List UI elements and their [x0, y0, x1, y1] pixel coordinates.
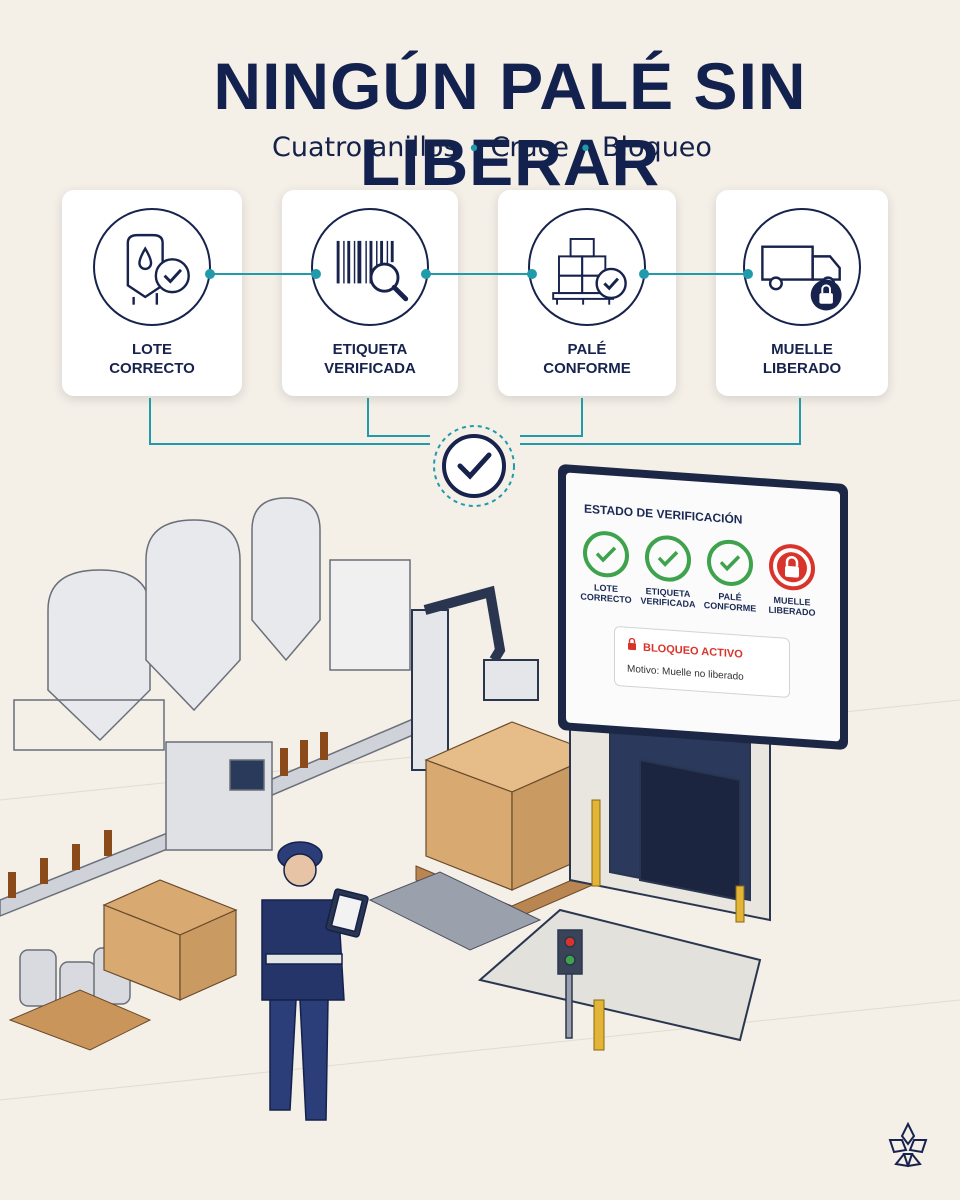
status-label: ETIQUETA VERIFICADA [640, 585, 696, 610]
barcode-magnifier-icon [311, 208, 429, 326]
page-title: NINGÚN PALÉ SIN LIBERAR [213, 49, 807, 199]
tank-check-icon [93, 208, 211, 326]
step-card-pale: PALÉ CONFORME [498, 190, 676, 396]
step-card-etiqueta: ETIQUETA VERIFICADA [282, 190, 458, 396]
step-label: LOTE CORRECTO [109, 341, 195, 377]
pallet-check-icon [528, 208, 646, 326]
pallet-box-stack [424, 721, 600, 891]
worker-with-tablet [261, 841, 369, 1121]
status-lote: LOTE CORRECTO [574, 529, 638, 605]
status-label: PALÉ CONFORME [703, 591, 757, 614]
step-card-muelle: MUELLE LIBERADO [716, 190, 888, 396]
connector-lines [149, 269, 801, 507]
status-label: MUELLE LIBERADO [768, 594, 816, 618]
checkmark-icon [442, 434, 506, 498]
step-label: MUELLE LIBERADO [762, 341, 842, 377]
truck-lock-icon [743, 208, 861, 326]
monitor-screen: ESTADO DE VERIFICACIÓN LOTE CORRECTO ETI… [566, 472, 840, 742]
bottle-conveyor [0, 714, 421, 917]
alert-title: BLOQUEO ACTIVO [627, 637, 743, 661]
check-icon [707, 538, 753, 588]
status-pale: PALÉ CONFORME [698, 538, 762, 614]
check-icon [583, 529, 629, 579]
status-muelle: MUELLE LIBERADO [760, 542, 824, 618]
robot-arm [411, 585, 539, 771]
subtitle: Cuatro anillos • Cruce • Bloqueo [0, 132, 960, 163]
box-stack-left [102, 879, 238, 1001]
separator-dot-icon: • [579, 137, 593, 162]
fermentation-tanks [13, 497, 411, 751]
step-label: PALÉ CONFORME [543, 341, 631, 377]
step-card-lote: LOTE CORRECTO [62, 190, 242, 396]
subtitle-part: Cuatro anillos [272, 132, 458, 163]
padlock-icon [627, 637, 637, 654]
step-label: ETIQUETA VERIFICADA [324, 341, 416, 377]
status-etiqueta: ETIQUETA VERIFICADA [636, 533, 700, 609]
traffic-light [557, 929, 583, 1039]
monitor-title: ESTADO DE VERIFICACIÓN [584, 501, 743, 527]
separator-dot-icon: • [467, 137, 481, 162]
check-icon [645, 533, 691, 584]
alert-reason: Motivo: Muelle no liberado [627, 663, 744, 683]
status-label: LOTE CORRECTO [580, 582, 632, 606]
alert-title-text: BLOQUEO ACTIVO [643, 641, 743, 661]
subtitle-part: Bloqueo [602, 132, 712, 163]
lock-alert: BLOQUEO ACTIVO Motivo: Muelle no liberad… [614, 625, 790, 699]
subtitle-part: Cruce [490, 132, 570, 163]
lock-icon [769, 542, 815, 592]
hop-logo-icon [888, 1121, 928, 1168]
verification-monitor: ESTADO DE VERIFICACIÓN LOTE CORRECTO ETI… [558, 463, 848, 751]
